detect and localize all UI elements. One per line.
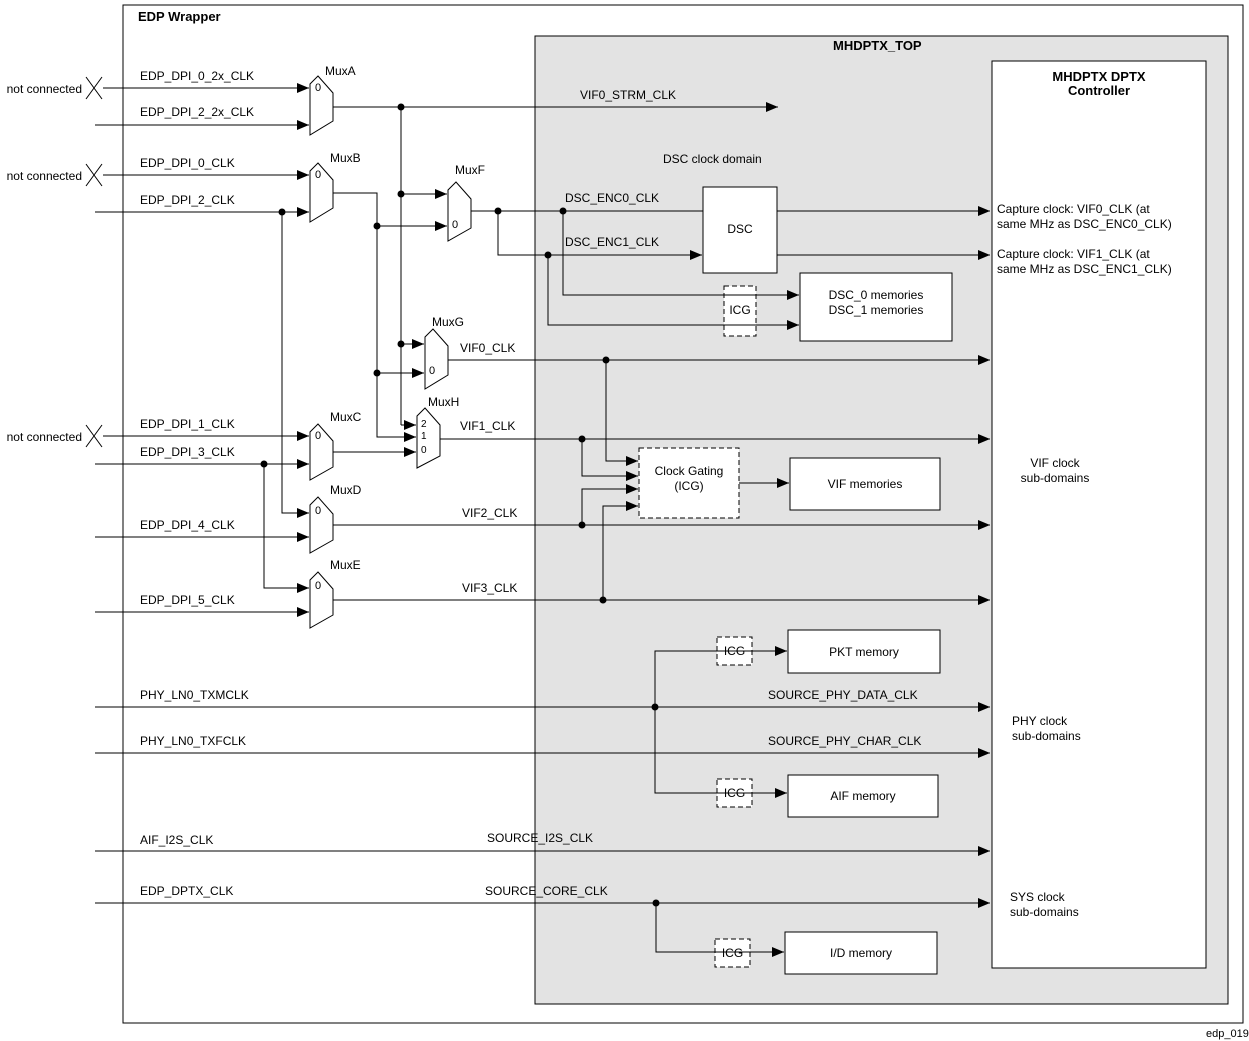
muxb-sel0: 0 — [315, 169, 322, 181]
muxh-sel1: 1 — [421, 431, 427, 442]
id-memory-box — [784, 931, 938, 975]
signal-edp-dpi-0-clk: EDP_DPI_0_CLK — [140, 156, 235, 170]
muxf-shape — [447, 181, 472, 242]
dsc-clock-domain-label: DSC clock domain — [663, 152, 762, 166]
muxb-shape — [309, 162, 334, 223]
aif-icg-label: ICG — [723, 786, 746, 800]
signal-dsc-enc0-clk: DSC_ENC0_CLK — [565, 191, 660, 205]
signal-edp-dpi-3-clk: EDP_DPI_3_CLK — [140, 445, 235, 459]
not-connected-label-2: not connected — [6, 169, 82, 183]
signal-vif1-clk: VIF1_CLK — [460, 419, 516, 433]
pkt-icg-label: ICG — [723, 644, 746, 658]
muxb-label: MuxB — [330, 151, 361, 165]
muxg-shape — [424, 328, 449, 390]
signal-source-core-clk: SOURCE_CORE_CLK — [485, 884, 608, 898]
dsc-icg-box — [723, 285, 757, 337]
muxh-sel0: 0 — [421, 445, 427, 456]
not-connected-label-3: not connected — [6, 430, 82, 444]
vif-memories-box — [789, 457, 941, 511]
muxe-sel0: 0 — [315, 580, 322, 592]
signal-vif0-strm-clk: VIF0_STRM_CLK — [580, 88, 677, 102]
phy-clock-subdomains-label: PHY clock sub-domains — [1012, 714, 1081, 743]
mhdptx-top-title: MHDPTX_TOP — [833, 38, 922, 53]
wires — [95, 83, 990, 957]
signal-vif0-clk: VIF0_CLK — [460, 341, 516, 355]
not-connected-x-marks — [85, 76, 103, 448]
pkt-memory-label: PKT memory — [829, 645, 899, 659]
signal-edp-dpi-5-clk: EDP_DPI_5_CLK — [140, 593, 235, 607]
not-connected-label-1: not connected — [6, 82, 82, 96]
signal-source-phy-char-clk: SOURCE_PHY_CHAR_CLK — [768, 734, 922, 748]
vif-clock-subdomains-label: VIF clock sub-domains — [1020, 456, 1090, 485]
muxg-sel0: 0 — [429, 365, 436, 377]
id-icg-label: ICG — [721, 946, 744, 960]
muxd-shape — [309, 496, 334, 554]
dsc-memories-box — [799, 272, 953, 342]
mux-shapes — [309, 75, 472, 629]
figure-id: edp_019 — [1206, 1028, 1249, 1040]
capture-clock-vif1-note: Capture clock: VIF1_CLK (at same MHz as … — [997, 247, 1172, 276]
signal-edp-dptx-clk: EDP_DPTX_CLK — [140, 884, 234, 898]
solid-blocks — [702, 186, 953, 975]
controller-box — [991, 60, 1207, 969]
muxg-label: MuxG — [432, 315, 465, 329]
aif-memory-box — [787, 774, 939, 818]
muxc-label: MuxC — [330, 410, 362, 424]
controller-title: MHDPTX DPTX Controller — [1052, 69, 1146, 98]
signal-vif2-clk: VIF2_CLK — [462, 506, 518, 520]
signal-source-phy-data-clk: SOURCE_PHY_DATA_CLK — [768, 688, 918, 702]
muxe-shape — [309, 571, 334, 629]
signal-edp-dpi-2-2x-clk: EDP_DPI_2_2x_CLK — [140, 105, 255, 119]
capture-clock-vif0-note: Capture clock: VIF0_CLK (at same MHz as … — [997, 202, 1172, 231]
muxa-sel0: 0 — [315, 82, 322, 94]
muxf-label: MuxF — [455, 163, 485, 177]
signal-edp-dpi-1-clk: EDP_DPI_1_CLK — [140, 417, 235, 431]
signal-edp-dpi-2-clk: EDP_DPI_2_CLK — [140, 193, 235, 207]
muxh-label: MuxH — [428, 395, 460, 409]
dsc-memories-label: DSC_0 memories DSC_1 memories — [828, 288, 924, 317]
muxc-shape — [309, 423, 334, 481]
edp-wrapper-title: EDP Wrapper — [138, 9, 221, 24]
muxd-label: MuxD — [330, 483, 362, 497]
muxa-label: MuxA — [325, 64, 356, 78]
signal-source-i2s-clk: SOURCE_I2S_CLK — [487, 831, 594, 845]
clock-gating-label: Clock Gating (ICG) — [654, 464, 724, 493]
muxa-shape — [309, 75, 334, 136]
dsc-icg-label: ICG — [729, 303, 751, 317]
dsc-box — [702, 186, 778, 274]
muxe-label: MuxE — [330, 558, 361, 572]
clock-gating-box — [638, 447, 740, 519]
aif-memory-label: AIF memory — [830, 789, 896, 803]
signal-aif-i2s-clk: AIF_I2S_CLK — [140, 833, 214, 847]
junction-dots — [260, 103, 660, 907]
id-icg-box — [714, 938, 751, 968]
signal-dsc-enc1-clk: DSC_ENC1_CLK — [565, 235, 660, 249]
muxc-sel0: 0 — [315, 430, 322, 442]
id-memory-label: I/D memory — [829, 946, 892, 960]
sys-clock-subdomains-label: SYS clock sub-domains — [1010, 890, 1079, 919]
muxf-sel0: 0 — [452, 219, 459, 231]
vif-memories-label: VIF memories — [827, 477, 903, 491]
signal-phy-ln0-txfclk: PHY_LN0_TXFCLK — [140, 734, 247, 748]
signal-vif3-clk: VIF3_CLK — [462, 581, 518, 595]
pkt-memory-box — [787, 629, 941, 674]
signal-edp-dpi-4-clk: EDP_DPI_4_CLK — [140, 518, 235, 532]
signal-phy-ln0-txmclk: PHY_LN0_TXMCLK — [140, 688, 249, 702]
muxh-shape — [416, 407, 441, 469]
muxh-sel2: 2 — [421, 419, 427, 430]
dsc-box-label: DSC — [727, 222, 753, 236]
muxd-sel0: 0 — [315, 505, 322, 517]
signal-edp-dpi-0-2x-clk: EDP_DPI_0_2x_CLK — [140, 69, 255, 83]
